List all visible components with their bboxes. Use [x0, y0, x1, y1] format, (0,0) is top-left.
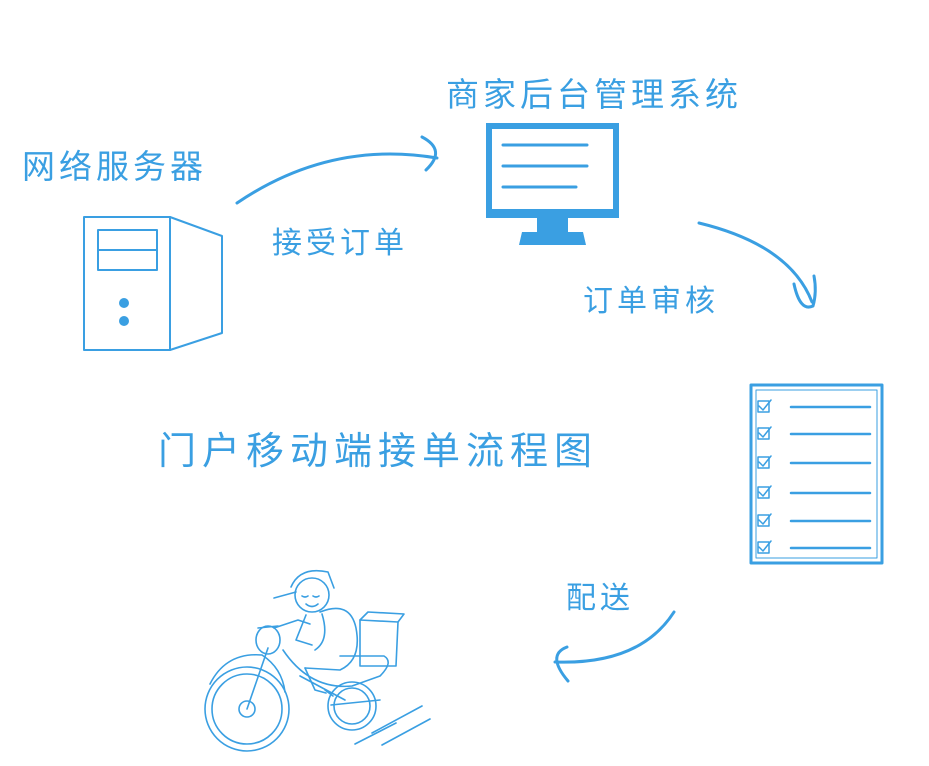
backend-system-label: 商家后台管理系统 [446, 75, 742, 114]
desktop-monitor-icon [486, 123, 619, 245]
delivery-arrow [553, 610, 676, 683]
order-review-label: 订单审核 [583, 284, 719, 319]
server-label: 网络服务器 [22, 147, 207, 186]
delivery-label: 配送 [566, 581, 634, 616]
checklist-icon [749, 383, 884, 565]
server-tower-icon [83, 216, 223, 351]
delivery-motorcycle-rider-icon [204, 569, 431, 752]
diagram-title: 门户移动端接单流程图 [158, 429, 599, 473]
accept-order-arrow [235, 135, 439, 205]
order-review-arrow [697, 221, 817, 309]
accept-order-label: 接受订单 [272, 226, 408, 261]
